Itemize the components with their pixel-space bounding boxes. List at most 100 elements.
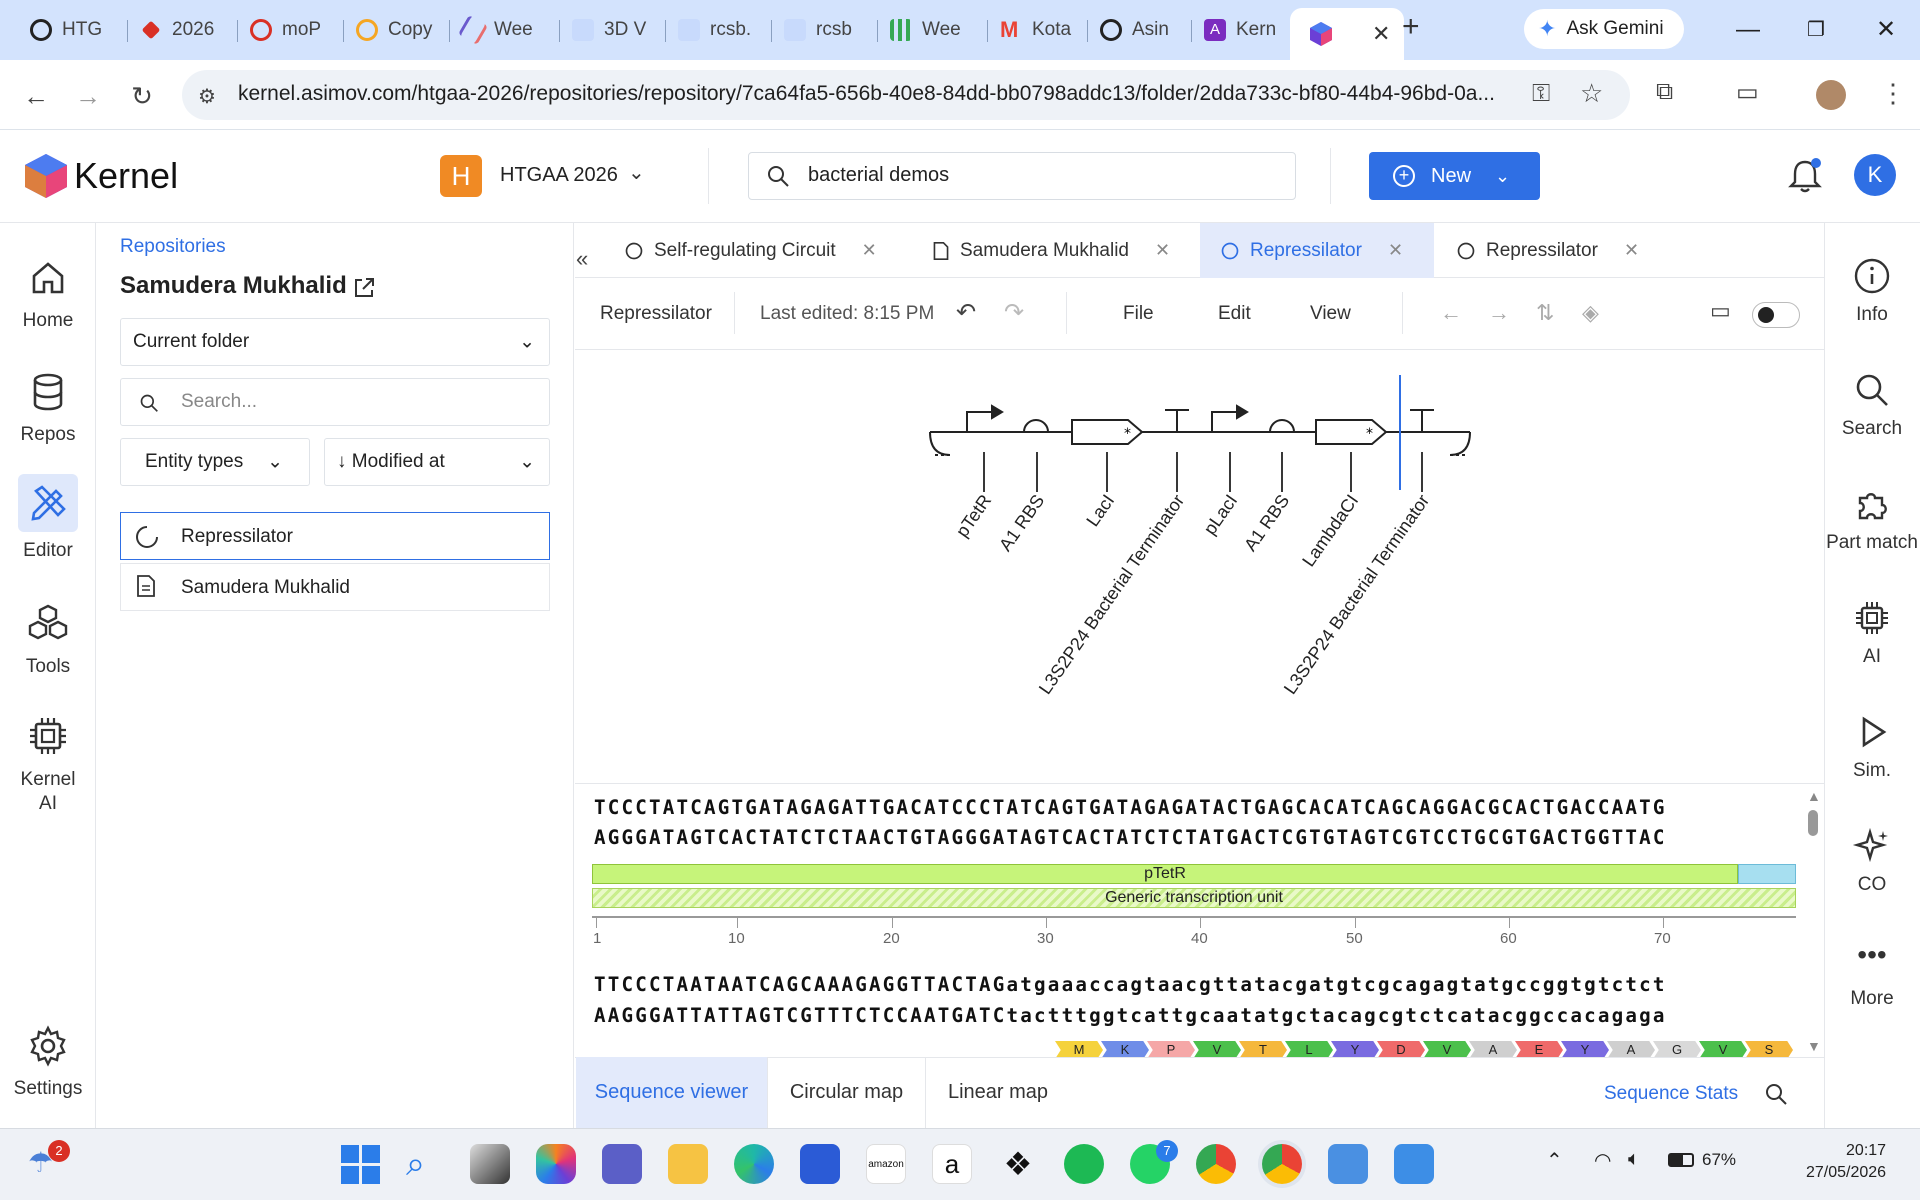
view-menu[interactable]: View: [1310, 303, 1351, 324]
browser-tab[interactable]: moP: [238, 10, 344, 50]
amino-acid[interactable]: P: [1147, 1041, 1195, 1059]
amino-acid[interactable]: G: [1653, 1041, 1701, 1059]
nav-kernel-ai[interactable]: Kernel AI: [0, 712, 96, 816]
scroll-down-icon[interactable]: ▼: [1807, 1038, 1821, 1054]
user-avatar[interactable]: K: [1854, 154, 1896, 196]
new-tab-button[interactable]: +: [1402, 10, 1420, 43]
file-menu[interactable]: File: [1123, 303, 1154, 324]
close-icon[interactable]: ✕: [861, 240, 877, 260]
part-label[interactable]: pTetR: [952, 491, 995, 541]
nav-tools[interactable]: Tools: [0, 600, 96, 678]
bell-icon[interactable]: [1788, 158, 1822, 194]
amino-acid[interactable]: K: [1101, 1041, 1149, 1059]
terminator-glyph[interactable]: [1410, 409, 1434, 432]
org-switcher[interactable]: HTGAA 2026: [500, 164, 618, 186]
ask-gemini-button[interactable]: ✦ Ask Gemini: [1524, 9, 1684, 49]
amino-acid[interactable]: V: [1423, 1041, 1471, 1059]
sequence-bottom-strand[interactable]: AGGGATAGTCACTATCTCTAACTGTAGGGATAGTCACTAT…: [594, 826, 1667, 849]
search-icon[interactable]: [1764, 1082, 1788, 1106]
arrow-left-icon[interactable]: ←: [1440, 300, 1462, 325]
part-label[interactable]: LacI: [1082, 491, 1118, 530]
annotation-transcription-unit[interactable]: Generic transcription unit: [592, 888, 1796, 908]
comment-icon[interactable]: ▭: [1710, 298, 1731, 323]
tab-linear-map[interactable]: Linear map: [947, 1081, 1049, 1103]
clock[interactable]: 20:17 27/05/2026: [1806, 1142, 1887, 1181]
amino-acid[interactable]: A: [1607, 1041, 1655, 1059]
tab-sequence-viewer[interactable]: Sequence viewer: [576, 1057, 768, 1128]
paint-bucket-icon[interactable]: ◈: [1582, 300, 1599, 325]
toggle-switch[interactable]: [1752, 302, 1800, 328]
reload-button[interactable]: ↻: [131, 81, 153, 111]
close-icon[interactable]: ✕: [1154, 240, 1171, 260]
nav-home[interactable]: Home: [0, 254, 96, 332]
browser-menu-icon[interactable]: ⋮: [1880, 78, 1906, 108]
file-explorer-icon[interactable]: [668, 1144, 708, 1184]
dropbox-icon[interactable]: ❖: [1003, 1146, 1033, 1182]
sequence-bottom-strand[interactable]: AAGGGATTATTAGTCGTTTCTCCAATGATCtactttggtc…: [594, 1004, 1667, 1027]
browser-tab[interactable]: rcsb.: [666, 10, 772, 50]
chevron-up-icon[interactable]: ⌃: [1546, 1150, 1563, 1172]
wifi-icon[interactable]: ◠: [1594, 1150, 1612, 1172]
battery-icon[interactable]: [1668, 1153, 1694, 1167]
promoter-placi-glyph[interactable]: [1211, 404, 1249, 432]
browser-tab[interactable]: Wee: [878, 10, 988, 50]
bookmark-star-icon[interactable]: ☆: [1580, 78, 1604, 108]
chevron-down-icon[interactable]: ⌄: [628, 162, 645, 184]
amino-acid[interactable]: Y: [1561, 1041, 1609, 1059]
part-label[interactable]: A1 RBS: [1240, 491, 1293, 555]
amino-acid[interactable]: Y: [1331, 1041, 1379, 1059]
terminator-glyph[interactable]: [1165, 409, 1189, 432]
nav-settings[interactable]: Settings: [0, 1022, 96, 1100]
rail-co[interactable]: CO: [1824, 826, 1920, 896]
chrome-active-icon[interactable]: [1262, 1144, 1302, 1184]
rail-ai[interactable]: AI: [1824, 598, 1920, 668]
panel-search-input[interactable]: Search...: [120, 378, 550, 426]
org-avatar[interactable]: H: [440, 155, 482, 197]
amino-acid[interactable]: A: [1469, 1041, 1517, 1059]
minimize-button[interactable]: —: [1736, 16, 1760, 43]
paint-icon[interactable]: [1394, 1144, 1434, 1184]
browser-tab[interactable]: Asin: [1088, 10, 1192, 50]
tab-samudera-mukhalid[interactable]: Samudera Mukhalid✕: [912, 223, 1202, 278]
redo-icon[interactable]: ↷: [1004, 299, 1025, 326]
nav-editor[interactable]: Editor: [0, 474, 96, 562]
spotify-icon[interactable]: [1064, 1144, 1104, 1184]
global-search-input[interactable]: [748, 152, 1296, 200]
entity-types-filter[interactable]: Entity types ⌄: [120, 438, 310, 486]
start-icon[interactable]: [340, 1144, 380, 1184]
document-name[interactable]: Repressilator: [600, 303, 712, 324]
part-label[interactable]: A1 RBS: [995, 491, 1048, 555]
amino-acid[interactable]: S: [1745, 1041, 1793, 1059]
scroll-up-icon[interactable]: ▲: [1807, 788, 1821, 804]
global-search-value[interactable]: bacterial demos: [808, 164, 950, 186]
search-icon[interactable]: ⌕: [406, 1145, 426, 1183]
rbs-glyph[interactable]: [1269, 419, 1295, 433]
nav-repos[interactable]: Repos: [0, 368, 96, 446]
amino-acid[interactable]: T: [1239, 1041, 1287, 1059]
restore-button[interactable]: ❐: [1807, 19, 1825, 41]
external-link-icon[interactable]: [352, 276, 376, 300]
browser-tab-active[interactable]: ✕: [1290, 8, 1404, 60]
rail-part-match[interactable]: Part match: [1824, 484, 1920, 554]
back-button[interactable]: ←: [23, 81, 49, 111]
amino-acid[interactable]: E: [1515, 1041, 1563, 1059]
store-icon[interactable]: [800, 1144, 840, 1184]
forward-button[interactable]: →: [75, 81, 101, 111]
promoter-ptetr-glyph[interactable]: [966, 404, 1004, 432]
site-info-icon[interactable]: ⚙: [198, 86, 216, 108]
amino-acid[interactable]: L: [1285, 1041, 1333, 1059]
flip-strand-icon[interactable]: ⇅: [1536, 300, 1555, 325]
task-view-icon[interactable]: [470, 1144, 510, 1184]
extensions-icon[interactable]: ⧉: [1656, 78, 1674, 105]
edit-menu[interactable]: Edit: [1218, 303, 1251, 324]
browser-tab[interactable]: 3D V: [560, 10, 666, 50]
password-key-icon[interactable]: ⚿: [1532, 80, 1551, 107]
part-label[interactable]: LambdaCI: [1298, 491, 1362, 571]
amazon-icon[interactable]: amazon: [866, 1144, 906, 1184]
url-text[interactable]: kernel.asimov.com/htgaa-2026/repositorie…: [238, 82, 1495, 105]
rbs-glyph[interactable]: [1023, 419, 1049, 433]
chrome-icon[interactable]: [1196, 1144, 1236, 1184]
amino-acid[interactable]: D: [1377, 1041, 1425, 1059]
